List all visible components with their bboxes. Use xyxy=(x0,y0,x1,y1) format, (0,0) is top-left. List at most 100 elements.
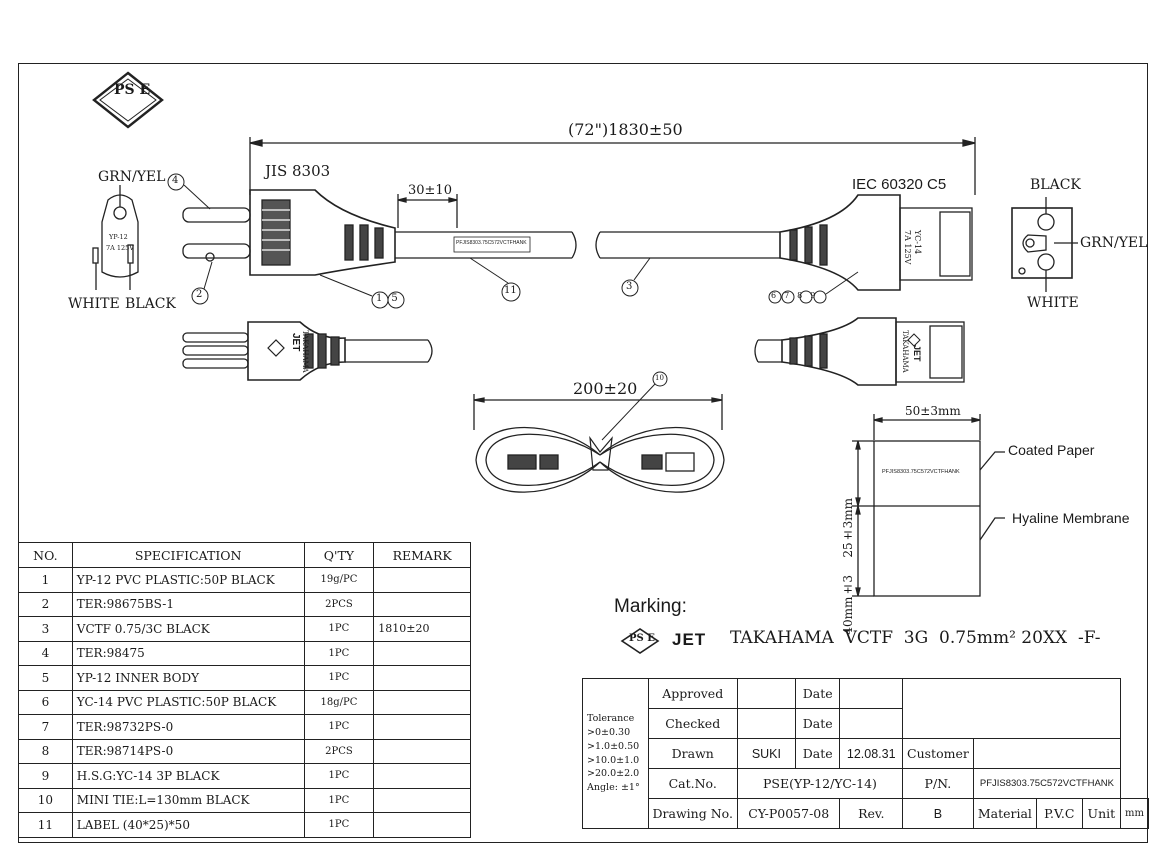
approved-date-label: Date xyxy=(794,678,841,709)
plug-top-view xyxy=(182,321,433,381)
plug-wire-ground-label: GRN/YEL xyxy=(98,169,166,185)
callout-3: 3 xyxy=(626,281,633,292)
bom-cell-remark xyxy=(373,689,471,715)
tolerance-title: Tolerance xyxy=(587,713,635,725)
checked-date-label: Date xyxy=(794,708,841,739)
bom-cell-spec: TER:98714PS-0 xyxy=(71,738,305,764)
bom-cell-remark xyxy=(373,787,471,813)
coil-length-dimension: 200±20 xyxy=(573,379,638,398)
hyaline-membrane-note: Hyaline Membrane xyxy=(1012,510,1130,526)
bom-cell-qty: 18g/PC xyxy=(303,689,375,715)
bom-header-qty: Q'TY xyxy=(303,542,375,568)
socket-face-view xyxy=(1011,197,1078,292)
tolerance-line-1: >0±0.30 xyxy=(587,726,631,738)
checked-label: Checked xyxy=(647,708,738,739)
bom-cell-spec: TER:98675BS-1 xyxy=(71,591,305,617)
bom-cell-no: 10 xyxy=(18,787,73,813)
callout-10: 10 xyxy=(655,374,664,382)
overall-dimension-line xyxy=(249,137,976,195)
bom-cell-no: 2 xyxy=(18,591,73,617)
callout-4: 4 xyxy=(172,175,179,186)
plug-jet-mark: JET xyxy=(290,333,301,352)
strip-dimension-line xyxy=(397,194,458,228)
technical-drawing xyxy=(92,71,1078,654)
cable-segment-left xyxy=(395,231,577,259)
bom-cell-qty: 2PCS xyxy=(303,738,375,764)
bom-cell-qty: 1PC xyxy=(303,665,375,691)
plug-face-rating: 7A 125V xyxy=(106,244,134,252)
bom-cell-qty: 1PC xyxy=(303,616,375,642)
socket-takahama-mark: TAKAHAMA xyxy=(901,330,909,373)
bom-cell-spec: TER:98732PS-0 xyxy=(71,714,305,740)
marking-pse-text: PS E xyxy=(629,633,655,644)
callout-1-5: 15 xyxy=(376,293,407,304)
plug-wire-white-label: WHITE xyxy=(68,296,120,312)
tolerance-cell: Tolerance >0±0.30 >1.0±0.50 >10.0±1.0 >2… xyxy=(582,678,649,829)
bom-cell-remark xyxy=(373,640,471,666)
unit-label: Unit xyxy=(1081,798,1122,829)
plug-side-view xyxy=(182,189,396,276)
marking-jet: JET xyxy=(672,630,707,649)
bom-cell-qty: 1PC xyxy=(303,640,375,666)
drawn-by-value: SUKI xyxy=(736,738,796,769)
drawn-date-label: Date xyxy=(794,738,841,769)
label-membrane-height-dimension: 40mm±3 xyxy=(841,575,855,635)
bom-cell-no: 11 xyxy=(18,812,73,838)
bom-cell-no: 7 xyxy=(18,714,73,740)
bom-cell-qty: 19g/PC xyxy=(303,567,375,593)
marking-pse-logo xyxy=(620,628,660,654)
cat-no-label: Cat.No. xyxy=(647,768,738,799)
socket-jet-mark: JET xyxy=(912,345,922,362)
socket-wire-white-label: WHITE xyxy=(1027,295,1079,311)
pse-logo xyxy=(92,71,164,129)
approved-label: Approved xyxy=(647,678,738,709)
approved-date-value xyxy=(839,678,904,709)
material-label: Material xyxy=(972,798,1037,829)
drawing-no-value: CY-P0057-08 xyxy=(736,798,841,829)
label-width-dimension: 50±3mm xyxy=(905,404,961,418)
plug-wire-black-label: BLACK xyxy=(125,296,176,312)
socket-face-model: YC-14 xyxy=(913,230,922,255)
bom-cell-qty: 2PCS xyxy=(303,591,375,617)
socket-side-view xyxy=(779,194,973,291)
bom-cell-qty: 1PC xyxy=(303,714,375,740)
bom-cell-remark: 1810±20 xyxy=(373,616,471,642)
bom-cell-remark xyxy=(373,591,471,617)
bom-cell-no: 8 xyxy=(18,738,73,764)
rev-value: B xyxy=(902,798,974,829)
bom-cell-spec: H.S.G:YC-14 3P BLACK xyxy=(71,763,305,789)
title-block: Tolerance >0±0.30 >1.0±0.50 >10.0±1.0 >2… xyxy=(582,678,1149,829)
tolerance-angle: Angle: ±1° xyxy=(587,782,640,794)
plug-standard: JIS 8303 xyxy=(265,162,331,180)
strip-length-dimension: 30±10 xyxy=(408,183,452,198)
bom-cell-spec: YP-12 INNER BODY xyxy=(71,665,305,691)
bom-cell-spec: LABEL (40*25)*50 xyxy=(71,812,305,838)
socket-face-rating: 7A 125V xyxy=(903,230,912,265)
cat-no-value: PSE(YP-12/YC-14) xyxy=(736,768,904,799)
material-value: P.V.C xyxy=(1035,798,1083,829)
label-paper-height-dimension: 25±3mm xyxy=(841,498,855,558)
bom-cell-no: 5 xyxy=(18,665,73,691)
bom-cell-no: 6 xyxy=(18,689,73,715)
bom-cell-qty: 1PC xyxy=(303,812,375,838)
bom-cell-no: 1 xyxy=(18,567,73,593)
socket-standard: IEC 60320 C5 xyxy=(852,176,947,193)
unit-value: mm xyxy=(1120,798,1149,829)
tolerance-line-4: >20.0±2.0 xyxy=(587,768,640,780)
bom-cell-remark xyxy=(373,812,471,838)
cable-print-text: PFJIS8303.75C572VCTFHANK xyxy=(456,240,527,246)
bom-header-row: NO. SPECIFICATION Q'TY REMARK xyxy=(18,542,471,568)
bom-cell-qty: 1PC xyxy=(303,787,375,813)
customer-value xyxy=(972,738,1122,769)
pse-logo-text: PS E xyxy=(114,82,151,98)
bom-cell-remark xyxy=(373,665,471,691)
pn-label: P/N. xyxy=(902,768,974,799)
bom-cell-remark xyxy=(373,763,471,789)
plug-face-view xyxy=(92,185,139,290)
callout-circles xyxy=(167,173,859,441)
